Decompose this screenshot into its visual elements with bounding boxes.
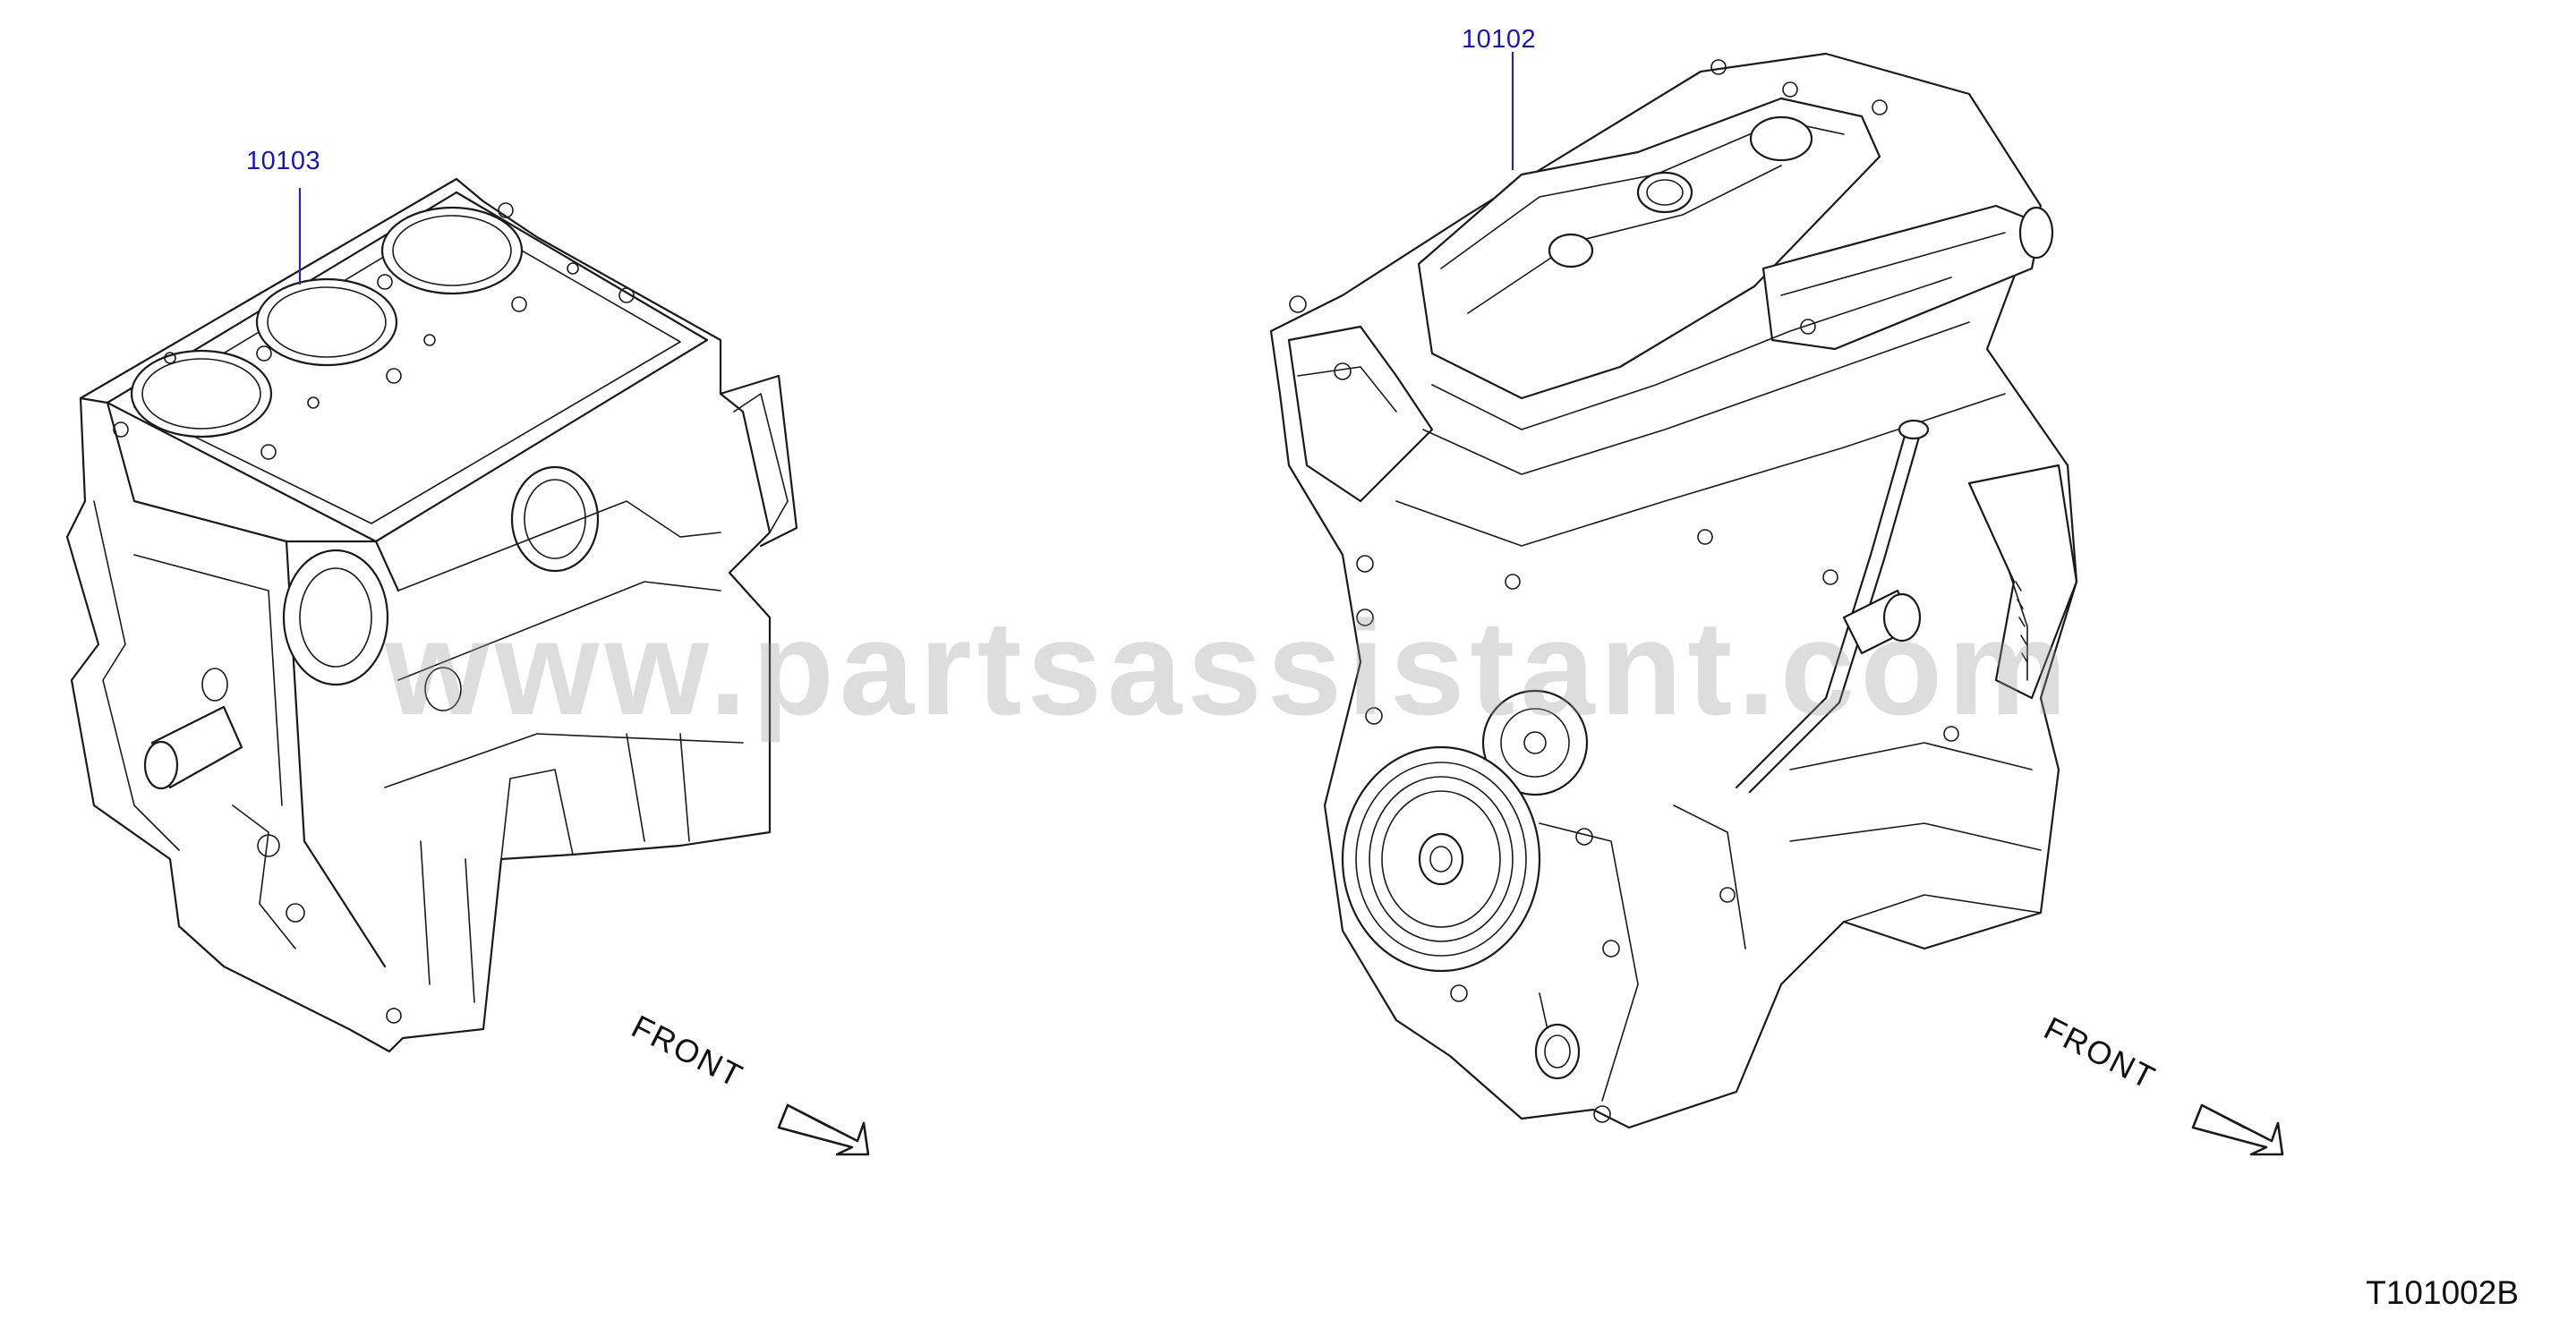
cylinder-bore-2 <box>255 277 398 367</box>
watermark: www.partsassistant.com <box>385 592 2073 743</box>
water-pump-pulley <box>1481 689 1589 796</box>
callout-10103[interactable]: 10103 <box>246 147 321 175</box>
front-arrow-left <box>777 1103 870 1156</box>
callout-10102[interactable]: 10102 <box>1462 25 1537 54</box>
coolant-outlet <box>510 465 600 573</box>
cylinder-bore-1 <box>130 349 273 438</box>
cylinder-bore-3 <box>380 206 524 295</box>
engine-assembly-illustration <box>1269 52 2078 1129</box>
oil-filter-boss <box>1534 1023 1581 1080</box>
short-block-illustration <box>65 177 798 1053</box>
oil-filler <box>1636 171 1693 214</box>
front-arrow-right <box>2191 1103 2284 1156</box>
illustration-code: T101002B <box>2366 1274 2519 1311</box>
